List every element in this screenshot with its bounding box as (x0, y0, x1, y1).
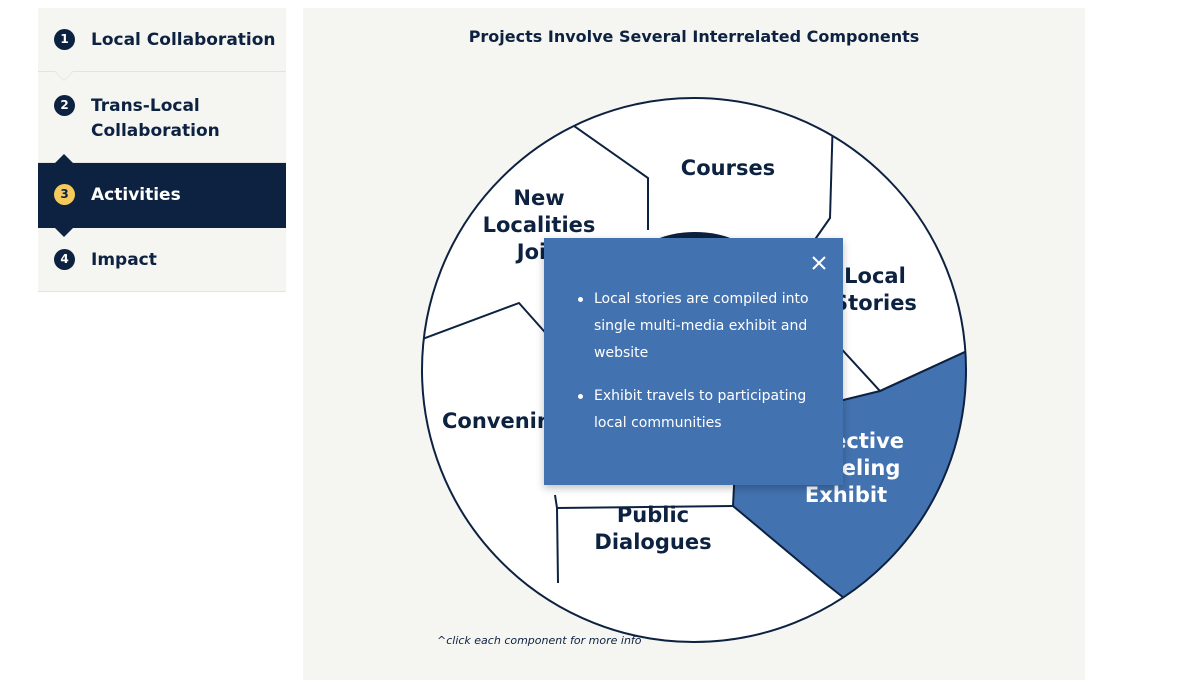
step-trans-local-collaboration[interactable]: 2 Trans-Local Collaboration (38, 72, 286, 163)
footnote-hint: ^click each component for more info (437, 634, 642, 647)
segment-label-line: Exhibit (805, 483, 887, 507)
segment-label-line: Dialogues (594, 530, 711, 554)
step-label: Activities (91, 185, 181, 205)
component-info-popup: Local stories are compiled into single m… (544, 238, 843, 485)
step-number-badge: 4 (54, 249, 75, 270)
step-label: Impact (91, 250, 157, 270)
step-number-badge: 1 (54, 29, 75, 50)
segment-dividers (422, 113, 966, 584)
popup-line: single multi-media exhibit and (594, 318, 808, 334)
close-icon[interactable] (810, 254, 828, 272)
segment-label-line: Public (617, 503, 689, 527)
step-activities[interactable]: 3 Activities (38, 163, 286, 237)
popup-line: Exhibit travels to participating (594, 388, 807, 404)
step-label: Trans-Local Collaboration (91, 94, 220, 144)
popup-bullet-list: Local stories are compiled into single m… (578, 286, 818, 453)
segment-label-line: New (513, 186, 564, 210)
process-steps-nav: 1 Local Collaboration 2 Trans-Local Coll… (38, 8, 286, 292)
segment-label-line: Stories (833, 291, 917, 315)
popup-line: website (594, 345, 649, 361)
activities-panel: Projects Involve Several Interrelated Co… (303, 8, 1085, 680)
panel-title: Projects Involve Several Interrelated Co… (468, 27, 920, 46)
diagram-circle-outline (421, 97, 967, 643)
step-label: Local Collaboration (91, 30, 276, 50)
segment-label-line: Localities (483, 213, 596, 237)
segment-public-dialogues[interactable]: Public Dialogues (594, 503, 711, 554)
segment-label-line: Courses (681, 156, 775, 180)
popup-line: Local stories are compiled into (594, 291, 809, 307)
popup-bullet-item: Exhibit travels to participating local c… (578, 383, 818, 437)
popup-bullet-item: Local stories are compiled into single m… (578, 286, 818, 367)
step-impact[interactable]: 4 Impact (38, 228, 286, 292)
step-number-badge: 2 (54, 95, 75, 116)
step-local-collaboration[interactable]: 1 Local Collaboration (38, 8, 286, 72)
step-number-badge: 3 (54, 184, 75, 205)
segment-new-localities-join[interactable]: New Localities Join (483, 186, 596, 264)
step-label-line: Trans-Local (91, 96, 200, 116)
segment-local-stories[interactable]: Local Stories (833, 264, 917, 315)
segment-label-line: Local (844, 264, 906, 288)
step-label-line: Collaboration (91, 121, 220, 141)
popup-line: local communities (594, 415, 722, 431)
segment-courses[interactable]: Courses (681, 156, 775, 180)
